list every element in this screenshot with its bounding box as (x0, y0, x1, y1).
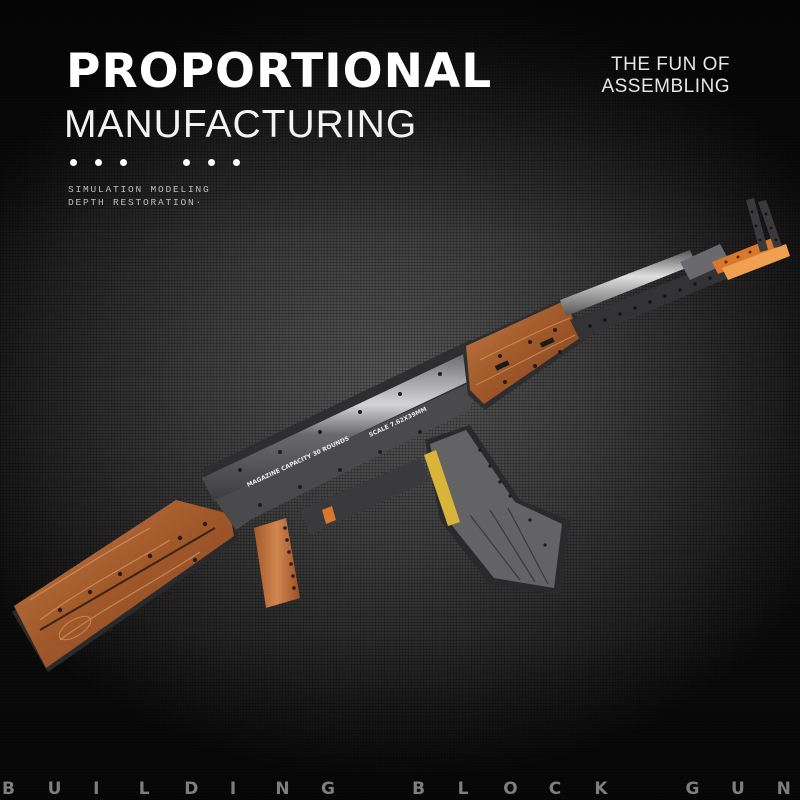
dot-icon (120, 159, 127, 166)
tagline: THE FUN OF ASSEMBLING (601, 54, 730, 98)
footer-letter: O (503, 779, 518, 799)
dot-icon (208, 159, 215, 166)
magazine (424, 425, 570, 595)
decorative-dots (70, 159, 258, 166)
footer-letter: I (93, 779, 100, 799)
dot-icon (233, 159, 240, 166)
gun-body: MAGAZINE CAPACITY 30 ROUNDS SCALE 7.62X3… (12, 198, 790, 672)
footer-letter: D (184, 779, 199, 799)
footer-letter: L (457, 779, 469, 799)
footer-letter: G (685, 779, 700, 799)
barrel (560, 198, 790, 340)
footer-letter: G (320, 779, 335, 799)
footer-letter (640, 779, 686, 799)
footer-letter: N (275, 779, 290, 799)
headline-bold: PROPORTIONAL (66, 44, 493, 99)
dot-icon (183, 159, 190, 166)
footer-letter: B (412, 779, 426, 799)
dot-icon (70, 159, 77, 166)
dot-icon (95, 159, 102, 166)
stock (12, 500, 238, 672)
footer-letter: B (2, 779, 15, 799)
footer-letter: K (594, 779, 608, 799)
footer-letter: I (229, 779, 237, 799)
subtitle: SIMULATION MODELING DEPTH RESTORATION· (68, 183, 211, 209)
tagline-line-1: THE FUN OF (611, 54, 730, 75)
tagline-line-2: ASSEMBLING (601, 76, 730, 97)
footer-letter: N (776, 779, 791, 799)
footer-letter: C (548, 779, 562, 799)
footer-letter (367, 779, 413, 799)
receiver: MAGAZINE CAPACITY 30 ROUNDS SCALE 7.62X3… (200, 340, 490, 530)
subtitle-line-1: SIMULATION MODELING (68, 184, 211, 195)
footer-banner: B U I L D I N G B L O C K G U N (0, 779, 800, 799)
footer-letter: L (138, 779, 150, 799)
subtitle-line-2: DEPTH RESTORATION· (68, 197, 204, 208)
footer-letter: U (731, 779, 745, 799)
handguard (462, 296, 585, 410)
headline-light: MANUFACTURING (64, 103, 418, 146)
footer-letter: U (47, 779, 62, 799)
pistol-grip (254, 518, 300, 608)
trigger-guard (300, 458, 430, 535)
